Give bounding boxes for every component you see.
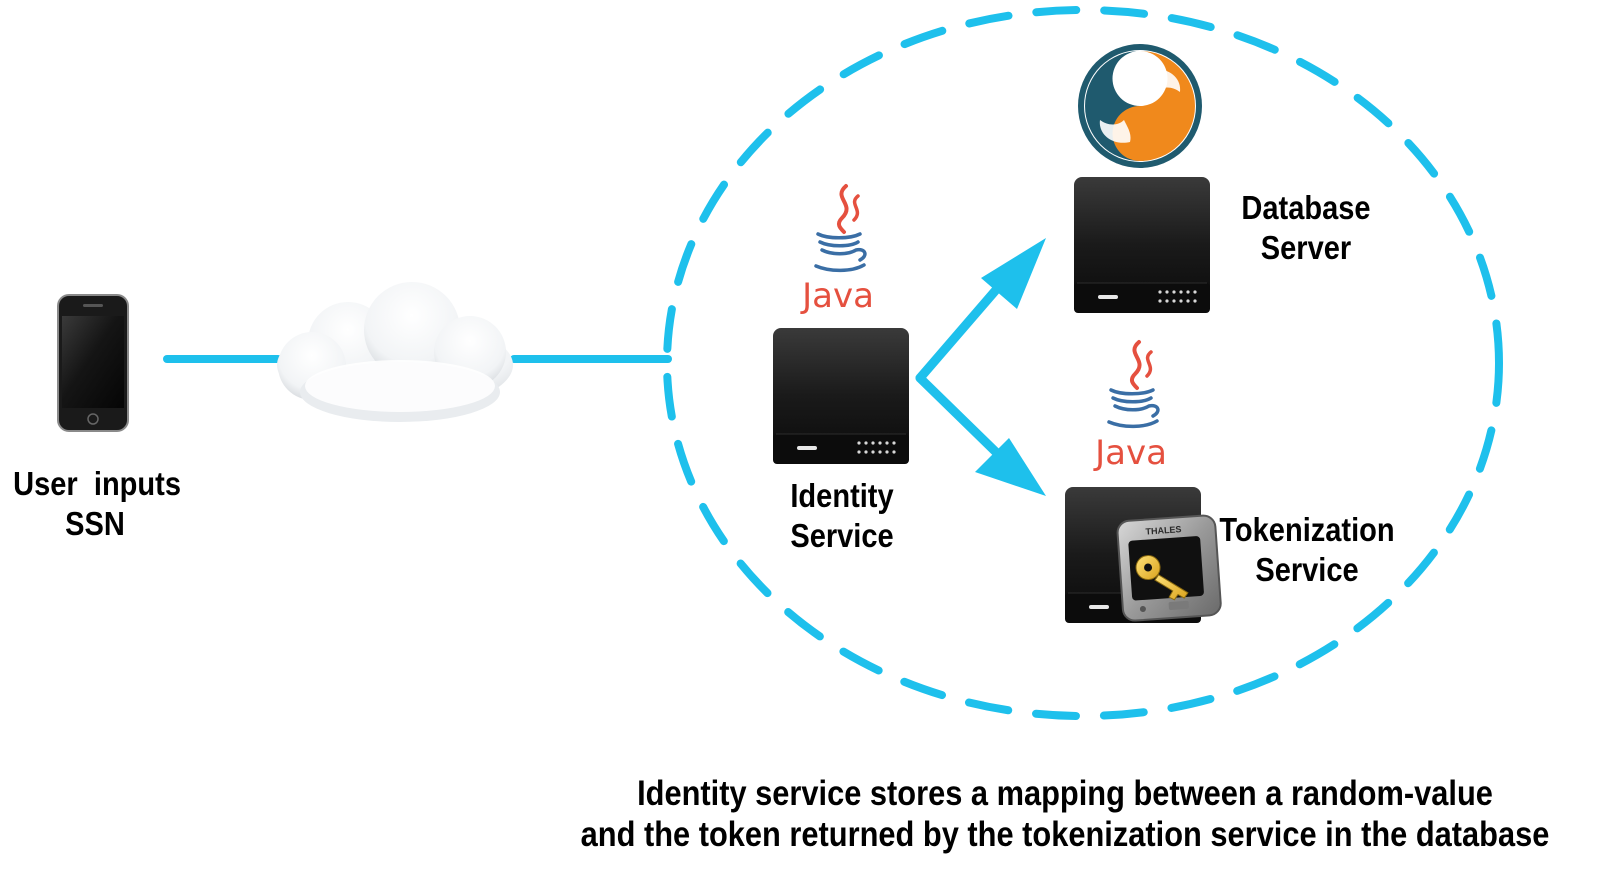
identity-to-tokenization-arrow — [915, 373, 1046, 496]
tokenization-service-label-line1: Tokenization — [1219, 511, 1395, 548]
caption-line2: and the token returned by the tokenizati… — [580, 815, 1550, 855]
java-logo-icon-tokenization: Java — [1093, 340, 1167, 473]
smartphone-icon — [57, 294, 129, 432]
java-wordmark-identity: Java — [800, 276, 874, 316]
user-label: User inputs SSN — [13, 464, 181, 545]
tokenization-service-label: Tokenization Service — [1216, 510, 1397, 591]
user-label-line2: SSN — [65, 505, 125, 543]
tokenization-service-label-line2: Service — [1255, 551, 1359, 589]
identity-service-label-line1: Identity — [790, 477, 894, 514]
thales-hsm-icon: THALES — [1116, 514, 1222, 622]
identity-service-label: Identity Service — [772, 476, 913, 557]
database-server-label-line2: Server — [1260, 229, 1352, 267]
mysql-dolphin-icon — [1078, 44, 1202, 168]
java-logo-icon-identity: Java — [800, 184, 874, 316]
identity-service-label-line2: Service — [790, 517, 894, 555]
identity-to-database-arrow — [915, 238, 1046, 383]
database-server-label-line1: Database — [1241, 189, 1371, 226]
thales-brand-text: THALES — [1145, 524, 1182, 536]
caption-line1: Identity service stores a mapping betwee… — [637, 774, 1493, 813]
caption: Identity service stores a mapping betwee… — [568, 773, 1562, 856]
service-boundary-dashed-ellipse — [663, 6, 1503, 720]
user-label-line1: User inputs — [13, 465, 181, 502]
server-icon-database — [1073, 176, 1211, 314]
database-server-label: Database Server — [1236, 188, 1377, 269]
server-icon-identity — [772, 327, 910, 465]
java-wordmark-tokenization: Java — [1093, 433, 1167, 473]
cloud-icon — [277, 282, 513, 422]
